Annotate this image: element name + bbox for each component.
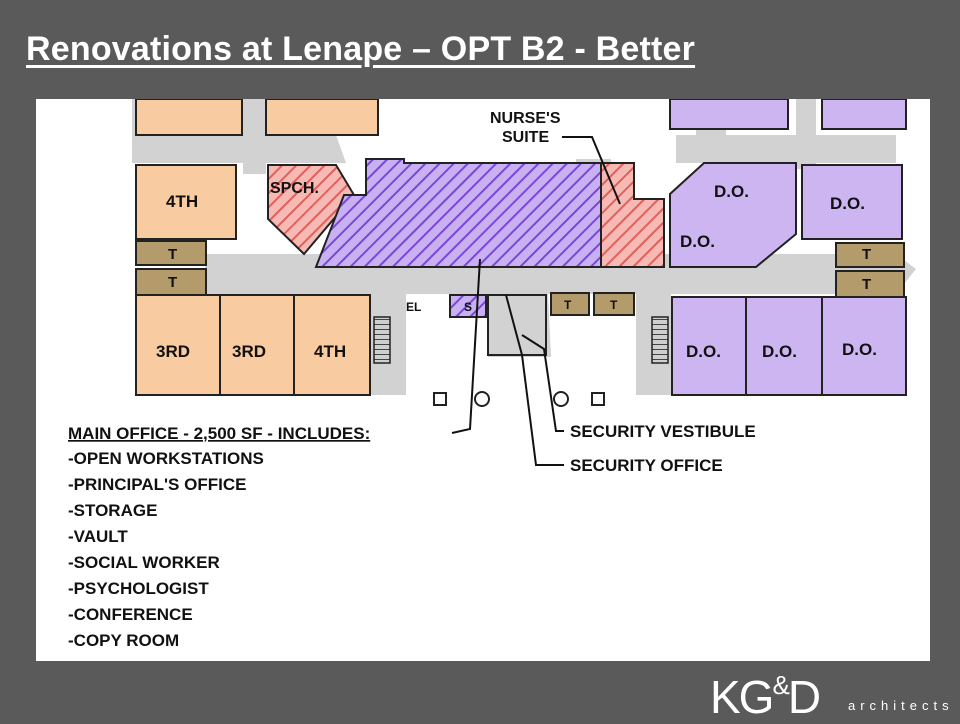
room-district-office: D.O. — [842, 340, 877, 359]
logo-ampersand: & — [772, 670, 789, 700]
security-vestibule — [487, 294, 547, 356]
list-item: -COPY ROOM — [68, 631, 179, 650]
security-vestibule-label: SECURITY VESTIBULE — [570, 422, 756, 441]
security-office-label: SECURITY OFFICE — [570, 456, 723, 475]
room-district-office: D.O. — [686, 342, 721, 361]
nurses-suite-leader — [562, 136, 621, 205]
room-3rd-b: 3RD — [232, 342, 266, 361]
room-4th-lower: 4TH — [314, 342, 346, 361]
room-elevator: EL — [406, 300, 421, 314]
security-office-leader — [505, 294, 564, 466]
toilets-right — [835, 242, 905, 298]
columns — [433, 391, 605, 407]
room-toilet: T — [168, 274, 177, 291]
page-title: Renovations at Lenape – OPT B2 - Better — [26, 30, 696, 68]
room-toilet: T — [564, 298, 572, 312]
list-item: -PRINCIPAL'S OFFICE — [68, 475, 246, 494]
list-item: -PSYCHOLOGIST — [68, 579, 209, 598]
room-speech: SPCH. — [270, 180, 319, 197]
main-office-heading: MAIN OFFICE - 2,500 SF - INCLUDES: — [68, 424, 370, 443]
logo-mark: KG — [710, 671, 774, 723]
room-district-office: D.O. — [762, 342, 797, 361]
logo-mark-end: D — [787, 671, 821, 723]
room-district-office: D.O. — [680, 232, 715, 251]
nurses-suite-label-line1: NURSE'S — [490, 110, 561, 127]
room-district-office: D.O. — [830, 194, 865, 213]
room-toilet: T — [168, 246, 177, 263]
list-item: -SOCIAL WORKER — [68, 553, 220, 572]
security-vestibule-leader — [521, 334, 564, 432]
logo-subtitle: architects — [848, 698, 954, 713]
stairs — [373, 316, 669, 364]
room-toilet: T — [862, 246, 871, 263]
list-item: -CONFERENCE — [68, 605, 193, 624]
room-toilet: T — [610, 298, 618, 312]
nurses-suite-label-line2: SUITE — [502, 129, 549, 146]
floor-plan-drawing: 4TH SPCH. T T EL S T T 3RD 3RD 4TH D.O. … — [68, 99, 916, 650]
toilets-left — [135, 240, 635, 316]
main-office — [314, 158, 602, 268]
room-3rd-a: 3RD — [156, 342, 190, 361]
nurses-suite — [600, 162, 665, 268]
list-item: -STORAGE — [68, 501, 157, 520]
list-item: -OPEN WORKSTATIONS — [68, 449, 264, 468]
classrooms-left — [135, 99, 379, 396]
company-logo: KG&D architects — [710, 670, 950, 723]
room-toilet: T — [862, 276, 871, 293]
room-storage: S — [464, 300, 472, 314]
room-district-office: D.O. — [714, 182, 749, 201]
list-item: -VAULT — [68, 527, 128, 546]
floor-plan: 4TH SPCH. T T EL S T T 3RD 3RD 4TH D.O. … — [36, 99, 930, 661]
district-offices — [669, 99, 907, 396]
main-office-leader — [451, 258, 481, 434]
room-4th-upper: 4TH — [166, 192, 198, 211]
main-office-includes-list: -OPEN WORKSTATIONS -PRINCIPAL'S OFFICE -… — [68, 449, 264, 650]
speech-room — [267, 164, 356, 256]
